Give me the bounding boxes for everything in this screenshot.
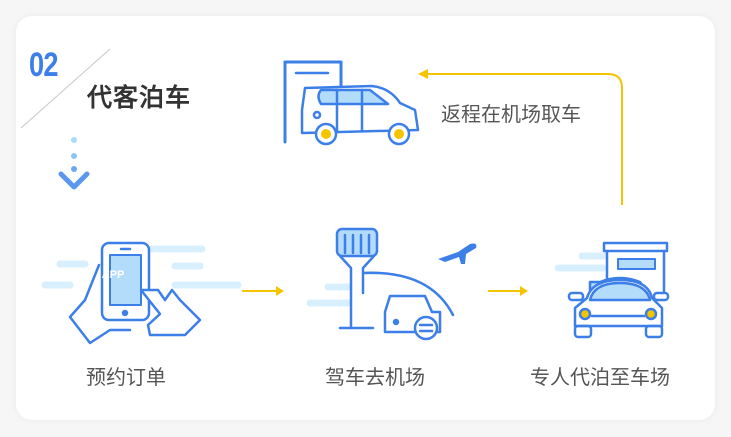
- section-title: 代客泊车: [87, 83, 192, 112]
- valet-card: [16, 16, 715, 420]
- return-arrow-icon: [418, 69, 623, 205]
- pickup-car-icon: [283, 60, 420, 146]
- down-arrow-icon: [58, 137, 90, 190]
- phone-app-icon: [41, 241, 242, 345]
- step-label-pickup: 返程在机场取车: [441, 102, 581, 126]
- step-label-drive: 驾车去机场: [325, 365, 425, 389]
- parking-car-icon: [554, 241, 670, 339]
- airport-car-icon: [306, 227, 455, 341]
- arrow-right-icon: [488, 286, 528, 296]
- step-label-book: 预约订单: [86, 365, 166, 389]
- diagonal-divider: [20, 48, 111, 129]
- arrow-right-icon: [242, 286, 284, 296]
- step-label-park: 专人代泊至车场: [530, 365, 670, 389]
- section-number: 02: [29, 46, 58, 84]
- app-text: APP: [102, 269, 125, 281]
- airplane-icon: [438, 243, 477, 264]
